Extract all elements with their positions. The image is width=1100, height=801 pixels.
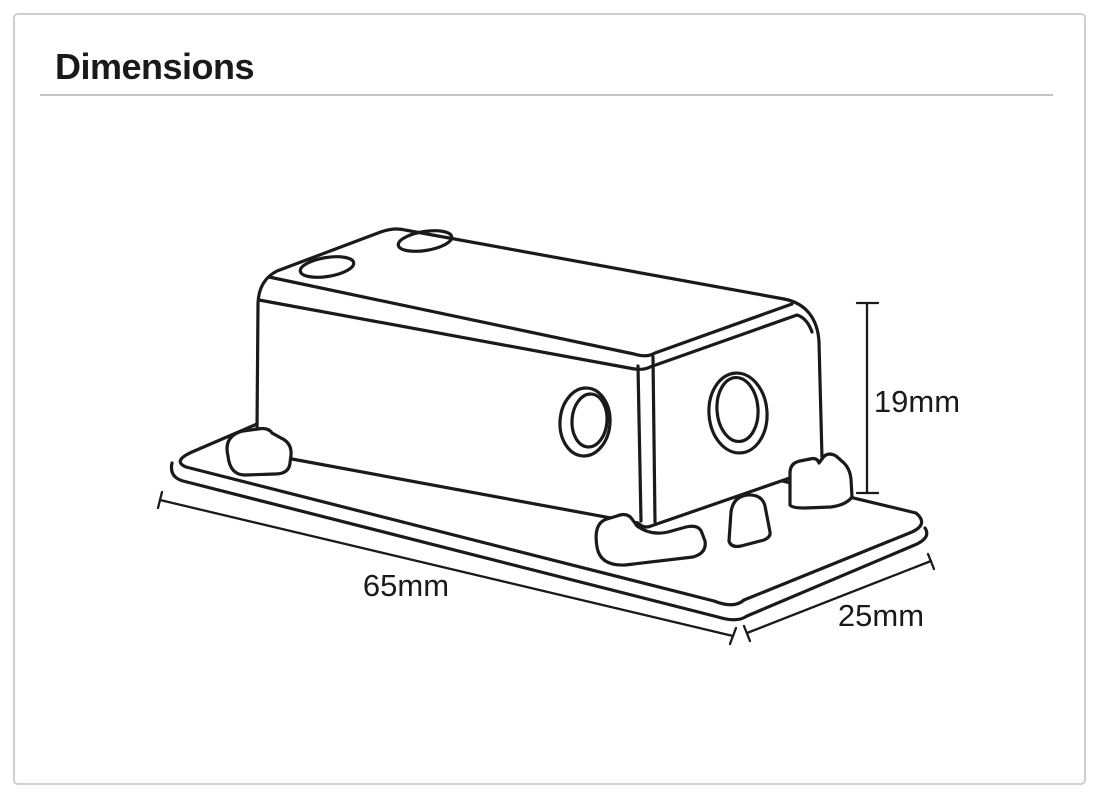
top-face-edge (267, 275, 794, 358)
retaining-clips (225, 426, 854, 567)
dimension-length-tick-start (156, 490, 164, 510)
base-plate-thickness-edge (169, 461, 929, 622)
dimension-width-label: 25mm (838, 598, 924, 633)
top-hole-right (396, 229, 454, 253)
page-title: Dimensions (55, 46, 255, 87)
dimension-height: 19mm (855, 301, 960, 495)
clip-middle (727, 493, 772, 549)
title-divider (40, 94, 1053, 96)
dimension-length: 65mm (156, 490, 738, 646)
dimension-width-tick-start (742, 624, 752, 643)
corner-edge-left-line (636, 364, 643, 523)
dimension-length-tick-end (728, 626, 738, 646)
corner-edge-right-line (651, 355, 657, 524)
clip-right (788, 452, 854, 510)
chamfer-edge (257, 298, 814, 371)
clip-left (225, 426, 293, 477)
enclosure-body (255, 227, 824, 529)
dimension-width: 25mm (742, 552, 936, 643)
front-hole-inner (570, 392, 609, 449)
dimension-length-line (158, 498, 735, 638)
top-hole-left (298, 255, 356, 279)
end-hole-outer (707, 371, 769, 455)
end-hole-inner (715, 375, 760, 444)
dimension-height-label: 19mm (874, 384, 960, 419)
dimension-width-tick-end (926, 552, 936, 571)
front-hole-outer (558, 386, 612, 458)
dimension-annotations: 65mm 25mm 19mm (156, 301, 960, 646)
clip-front-corner (594, 512, 707, 567)
dimension-width-line (745, 559, 933, 635)
dimension-length-label: 65mm (363, 568, 449, 603)
